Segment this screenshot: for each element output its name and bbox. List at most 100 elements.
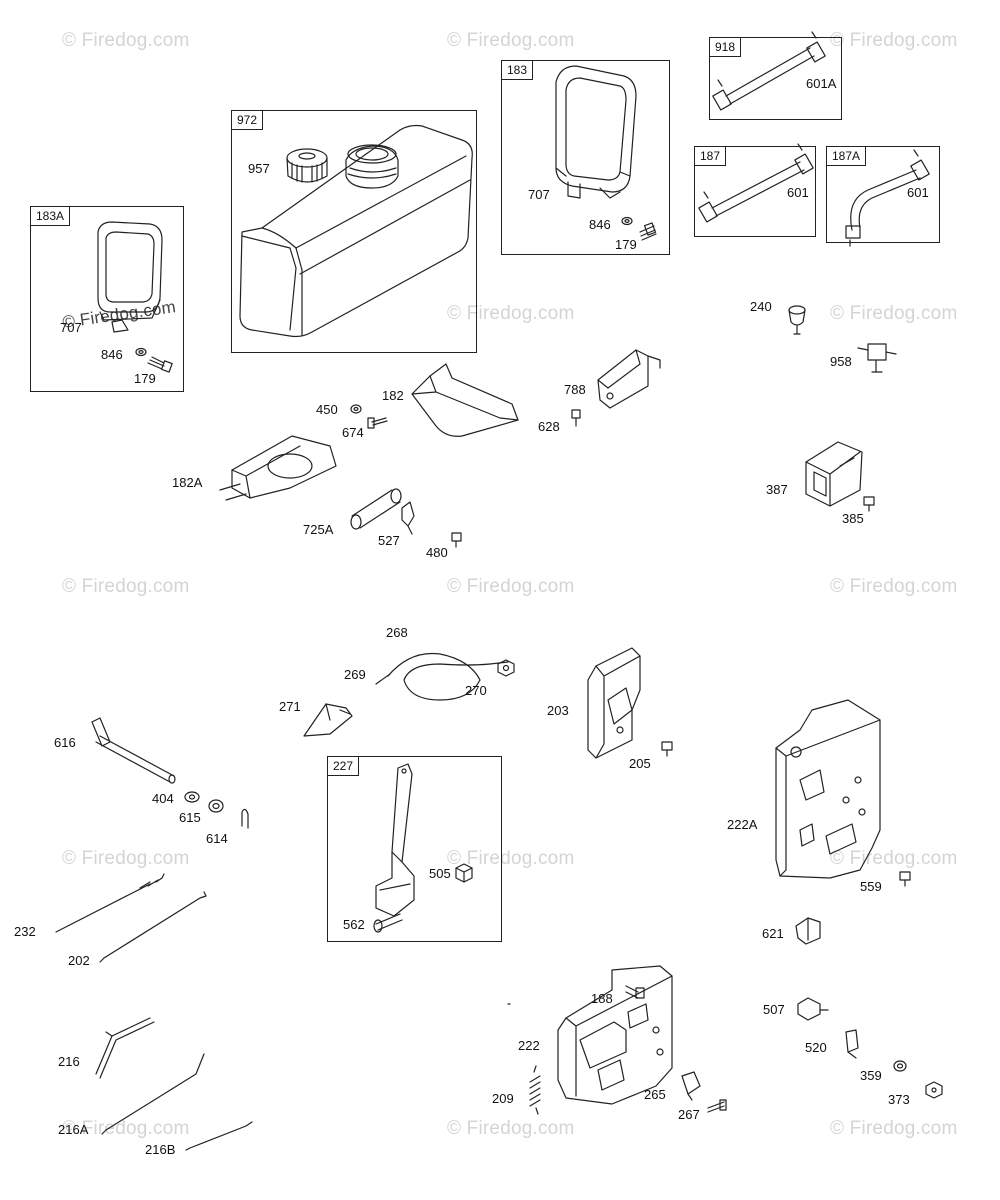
box-label-183A: 183A [30, 206, 71, 226]
watermark: © Firedog.com [447, 30, 575, 51]
part-label: 179 [615, 237, 637, 252]
bracket-788 [597, 349, 661, 409]
watermark: © Firedog.com [62, 848, 190, 869]
part-label: 628 [538, 419, 560, 434]
washer-846a [135, 347, 147, 357]
link-216A [101, 1053, 205, 1135]
part-label: 387 [766, 482, 788, 497]
part-label: 559 [860, 879, 882, 894]
part-label: 216 [58, 1054, 80, 1069]
heat-shield-182 [411, 363, 519, 437]
part-label: 271 [279, 699, 301, 714]
part-label: 788 [564, 382, 586, 397]
nut-373 [925, 1081, 943, 1099]
screw-562 [373, 913, 403, 933]
box-label-187A: 187A [826, 146, 867, 166]
watermark: © Firedog.com [447, 303, 575, 324]
part-label: 616 [54, 735, 76, 750]
part-label: 846 [101, 347, 123, 362]
screw-179a [147, 356, 173, 373]
part-label: 957 [248, 161, 270, 176]
part-label: 450 [316, 402, 338, 417]
part-label: 216B [145, 1142, 176, 1157]
box-label-972: 972 [231, 110, 264, 130]
box-label-187: 187 [694, 146, 727, 166]
part-label: 202 [68, 953, 90, 968]
part-label: 601 [907, 185, 929, 200]
part-label: 182 [382, 388, 404, 403]
part-label: 404 [152, 791, 174, 806]
group-frame-183A [30, 206, 184, 392]
fuel-pump-387 [805, 441, 863, 507]
watermark: © Firedog.com [447, 1118, 575, 1139]
link-202 [99, 891, 207, 963]
link-232 [55, 873, 165, 933]
part-label: 188 [591, 991, 613, 1006]
screw-385 [863, 496, 875, 512]
part-label: 707 [528, 187, 550, 202]
control-cable-268 [375, 652, 509, 701]
part-label: 216A [58, 1122, 89, 1137]
part-label: 527 [378, 533, 400, 548]
part-label: 614 [206, 831, 228, 846]
control-plate-222A [775, 699, 881, 879]
heat-shield-182A [219, 435, 337, 501]
part-label: 270 [465, 683, 487, 698]
part-label: 373 [888, 1092, 910, 1107]
part-label: 209 [492, 1091, 514, 1106]
screw-205 [661, 741, 673, 757]
watermark: © Firedog.com [830, 1118, 958, 1139]
shutoff-valve-958 [857, 343, 897, 373]
clip-527 [401, 501, 415, 535]
part-label: 203 [547, 703, 569, 718]
part-label: 520 [805, 1040, 827, 1055]
screw-179b [639, 222, 657, 241]
fuel-filter-240 [788, 305, 806, 335]
group-frame-183 [501, 60, 670, 255]
part-label: 725A [303, 522, 334, 537]
washer-846b [621, 216, 633, 226]
watermark: © Firedog.com [62, 30, 190, 51]
watermark: © Firedog.com [62, 576, 190, 597]
washer-404 [184, 791, 200, 803]
fuel-cap-957 [286, 148, 328, 183]
box-label-918: 918 [709, 37, 742, 57]
tube-725A [350, 488, 402, 530]
cable-clamp-271 [303, 703, 353, 737]
control-lever-227 [375, 763, 415, 917]
screw-559 [899, 871, 911, 887]
part-label: 958 [830, 354, 852, 369]
part-label: 232 [14, 924, 36, 939]
fuel-hose-187A [845, 149, 930, 247]
part-label: 505 [429, 866, 451, 881]
part-label: 507 [763, 1002, 785, 1017]
group-frame-187A [826, 146, 940, 243]
control-bracket-222 [557, 965, 673, 1105]
fuel-tank-972 [239, 124, 473, 338]
pin-614 [241, 808, 249, 829]
part-label: 268 [386, 625, 408, 640]
part-label: 359 [860, 1068, 882, 1083]
screw-267 [707, 1099, 727, 1113]
part-label: 480 [426, 545, 448, 560]
box-label-227: 227 [327, 756, 360, 776]
part-label: 385 [842, 511, 864, 526]
part-label: 222 [518, 1038, 540, 1053]
nut-270 [497, 659, 515, 677]
group-frame-918 [709, 37, 842, 120]
governor-shaft-616 [91, 717, 176, 784]
fuel-tank-strap-183 [555, 65, 637, 199]
watermark: © Firedog.com [830, 848, 958, 869]
screw-674 [367, 417, 388, 429]
part-label: 601 [787, 185, 809, 200]
watermark: © Firedog.com [447, 848, 575, 869]
part-label: 674 [342, 425, 364, 440]
part-label: 182A [172, 475, 203, 490]
watermark: © Firedog.com [830, 30, 958, 51]
watermark: © Firedog.com [830, 576, 958, 597]
washer-359 [893, 1060, 907, 1072]
fuel-hose-918 [712, 31, 826, 111]
watermark: © Firedog.com [830, 303, 958, 324]
